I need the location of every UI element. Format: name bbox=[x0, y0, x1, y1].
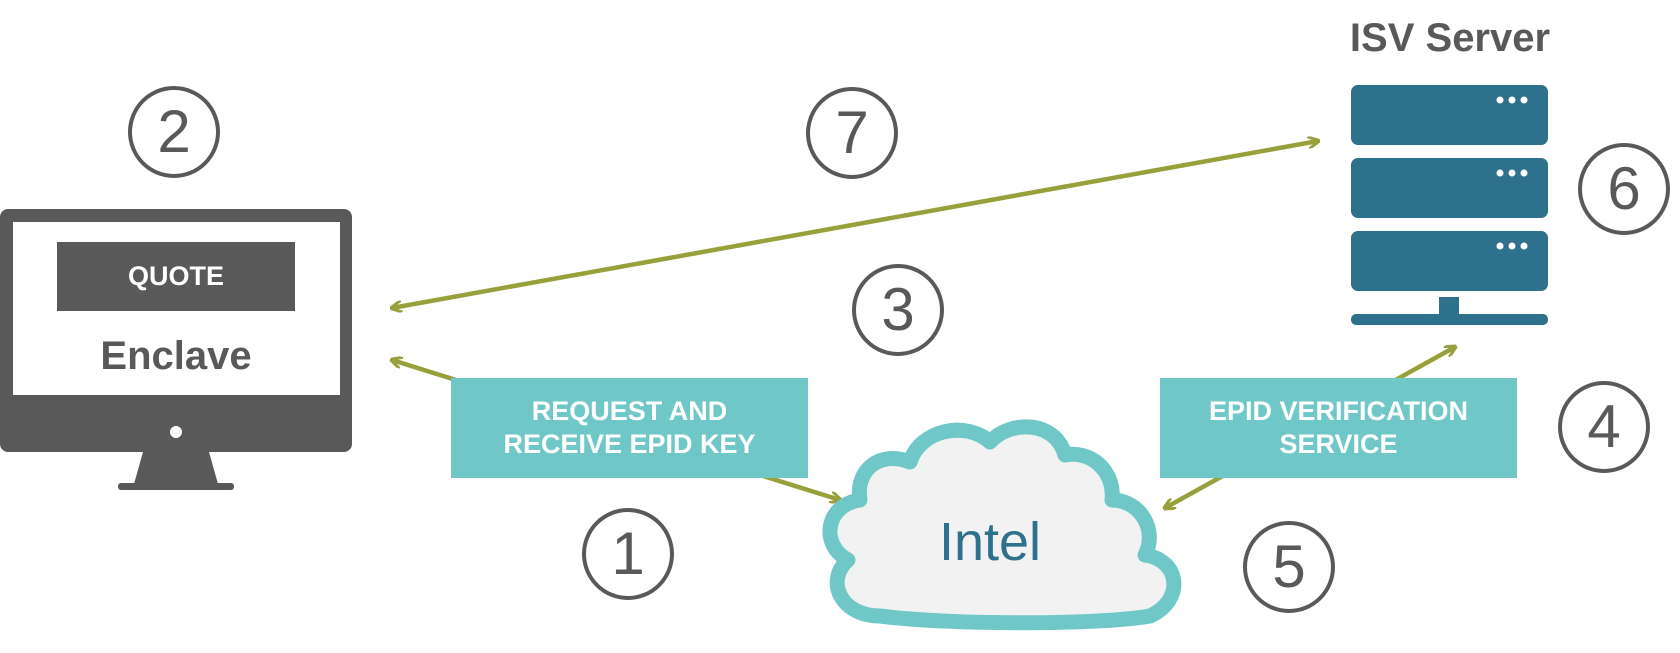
step-2-circle: 2 bbox=[128, 86, 220, 178]
arrow-enclave-isv bbox=[392, 141, 1318, 308]
step-6-circle: 6 bbox=[1578, 143, 1670, 235]
server-icon bbox=[1351, 85, 1548, 325]
epid-key-box: REQUEST AND RECEIVE EPID KEY bbox=[451, 378, 808, 478]
step-5-circle: 5 bbox=[1243, 521, 1335, 613]
quote-box bbox=[57, 242, 295, 311]
monitor-icon bbox=[0, 209, 352, 490]
step-3-circle: 3 bbox=[852, 264, 944, 356]
isv-server-title: ISV Server bbox=[1349, 16, 1551, 60]
epid-verification-box: EPID VERIFICATION SERVICE bbox=[1160, 378, 1517, 478]
step-7-circle: 7 bbox=[806, 87, 898, 179]
step-1-circle: 1 bbox=[582, 508, 674, 600]
cloud-icon bbox=[822, 419, 1182, 631]
enclave-label: Enclave bbox=[100, 334, 252, 378]
intel-label: Intel bbox=[938, 512, 1042, 572]
step-4-circle: 4 bbox=[1558, 381, 1650, 473]
quote-label: QUOTE bbox=[127, 261, 224, 291]
